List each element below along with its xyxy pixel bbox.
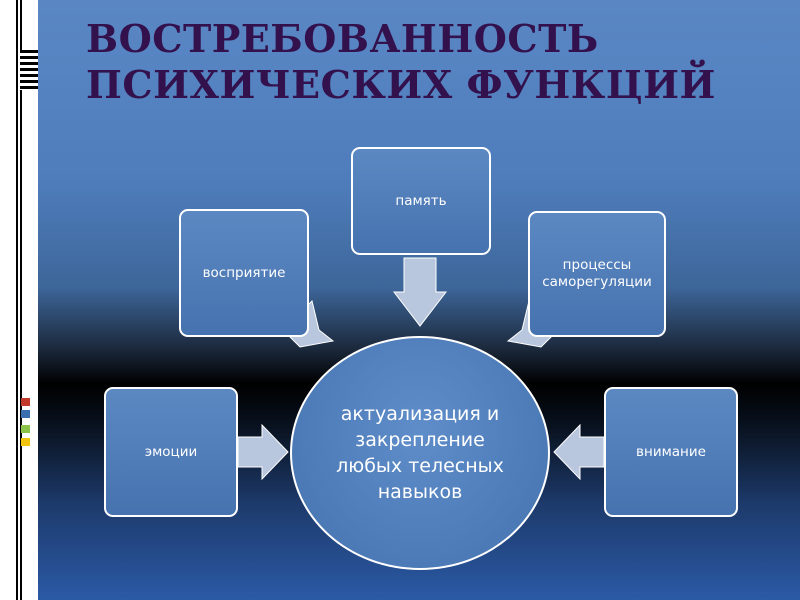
node-attention: внимание: [604, 387, 738, 517]
deco-square: [21, 438, 30, 446]
deco-square: [21, 425, 30, 433]
deco-line: [20, 0, 22, 600]
node-self-regulation: процессы саморегуляции: [528, 211, 666, 337]
title-line-1: ВОСТРЕБОВАННОСТЬ: [86, 16, 599, 61]
arrow-attention: [553, 423, 605, 481]
node-attention-label: внимание: [636, 443, 706, 460]
node-perception: восприятие: [179, 209, 309, 337]
node-emotions-label: эмоции: [144, 443, 198, 460]
center-node-label: актуализация и закрепление любых телесны…: [336, 403, 504, 503]
node-self-regulation-label: процессы саморегуляции: [542, 257, 652, 290]
deco-line: [16, 0, 18, 600]
node-emotions: эмоции: [104, 387, 238, 517]
node-memory-label: память: [395, 192, 447, 209]
center-node: актуализация и закрепление любых телесны…: [290, 336, 550, 570]
deco-stripes: [20, 50, 38, 90]
deco-square: [21, 410, 30, 418]
slide-title: ВОСТРЕБОВАННОСТЬ ПСИХИЧЕСКИХ ФУНКЦИЙ: [86, 16, 766, 108]
node-perception-label: восприятие: [202, 264, 286, 281]
deco-square: [21, 398, 30, 406]
node-memory: память: [351, 147, 491, 255]
title-line-2: ПСИХИЧЕСКИХ ФУНКЦИЙ: [86, 62, 716, 107]
arrow-memory: [392, 257, 448, 327]
left-decoration: [16, 0, 38, 600]
arrow-emotions: [237, 423, 289, 481]
